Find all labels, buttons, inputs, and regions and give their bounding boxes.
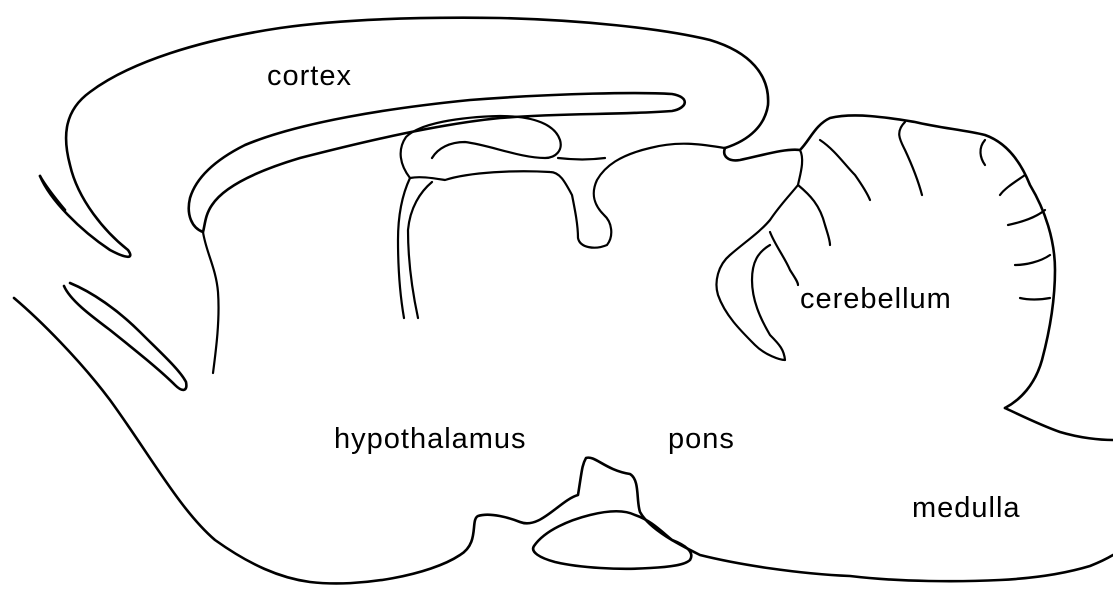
cerebellum-folia-7 bbox=[1015, 255, 1050, 265]
olfactory-tract bbox=[40, 176, 65, 210]
brain-outer-contour bbox=[14, 298, 1113, 583]
cerebellum-folia-8 bbox=[1020, 298, 1050, 300]
cerebellum-folia-1 bbox=[798, 150, 830, 245]
cerebellum-folia-3 bbox=[899, 122, 922, 195]
label-hypothalamus: hypothalamus bbox=[334, 425, 527, 454]
label-cerebellum: cerebellum bbox=[800, 285, 952, 314]
forebrain-boundary bbox=[203, 232, 219, 373]
label-cortex: cortex bbox=[267, 62, 352, 91]
cortex-outer-contour bbox=[40, 18, 768, 257]
cerebellum-peduncle-2 bbox=[770, 232, 798, 285]
cerebellum-folia-4 bbox=[980, 140, 985, 165]
olfactory-bulb bbox=[64, 283, 186, 390]
label-medulla: medulla bbox=[912, 494, 1021, 523]
cerebellum-folia-5 bbox=[1000, 175, 1025, 195]
medulla-dorsal-contour bbox=[1005, 408, 1113, 440]
label-pons: pons bbox=[668, 425, 735, 454]
thalamus-lower-line-2 bbox=[408, 182, 432, 318]
pituitary-contour bbox=[533, 511, 691, 569]
cerebellum-folia-2 bbox=[820, 140, 870, 200]
fornix-line bbox=[558, 158, 605, 160]
cerebellum-outer-contour bbox=[724, 115, 1055, 408]
cerebellum-peduncle bbox=[717, 185, 799, 360]
cerebellum-folia-6 bbox=[1008, 210, 1045, 225]
cortex-inner-contour bbox=[189, 93, 685, 232]
hippocampal-loop bbox=[401, 116, 561, 178]
